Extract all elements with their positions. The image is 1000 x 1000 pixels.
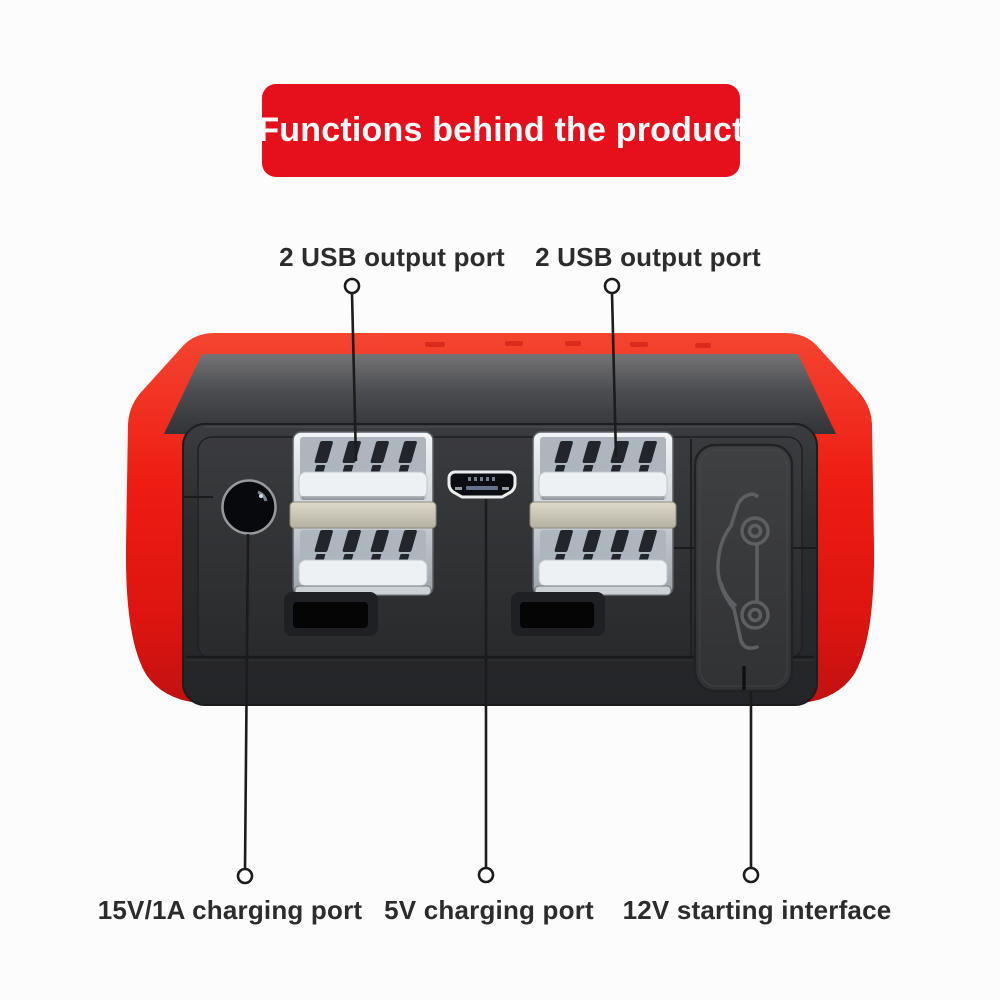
label-5v-charging-port: 5V charging port <box>384 895 594 925</box>
micro-usb-port <box>447 470 517 499</box>
shell-top-vents <box>425 341 711 348</box>
device-top-surface <box>164 354 836 434</box>
car-icon <box>716 492 770 650</box>
bottom-slot-right <box>511 592 605 636</box>
label-usb-left: 2 USB output port <box>279 242 505 272</box>
label-15v-charging-port: 15V/1A charging port <box>97 895 363 925</box>
round-charging-port <box>221 479 277 535</box>
usb-block-left <box>289 431 437 596</box>
label-12v-starting-interface: 12V starting interface <box>622 895 892 925</box>
bottom-slot-left <box>284 592 378 636</box>
title-banner: Functions behind the product <box>258 84 743 177</box>
label-usb-right: 2 USB output port <box>535 242 761 272</box>
title-banner-text: Functions behind the product <box>258 111 744 149</box>
jump-start-door <box>693 443 794 693</box>
usb-block-right <box>529 431 677 596</box>
callout-lines <box>236 277 760 885</box>
